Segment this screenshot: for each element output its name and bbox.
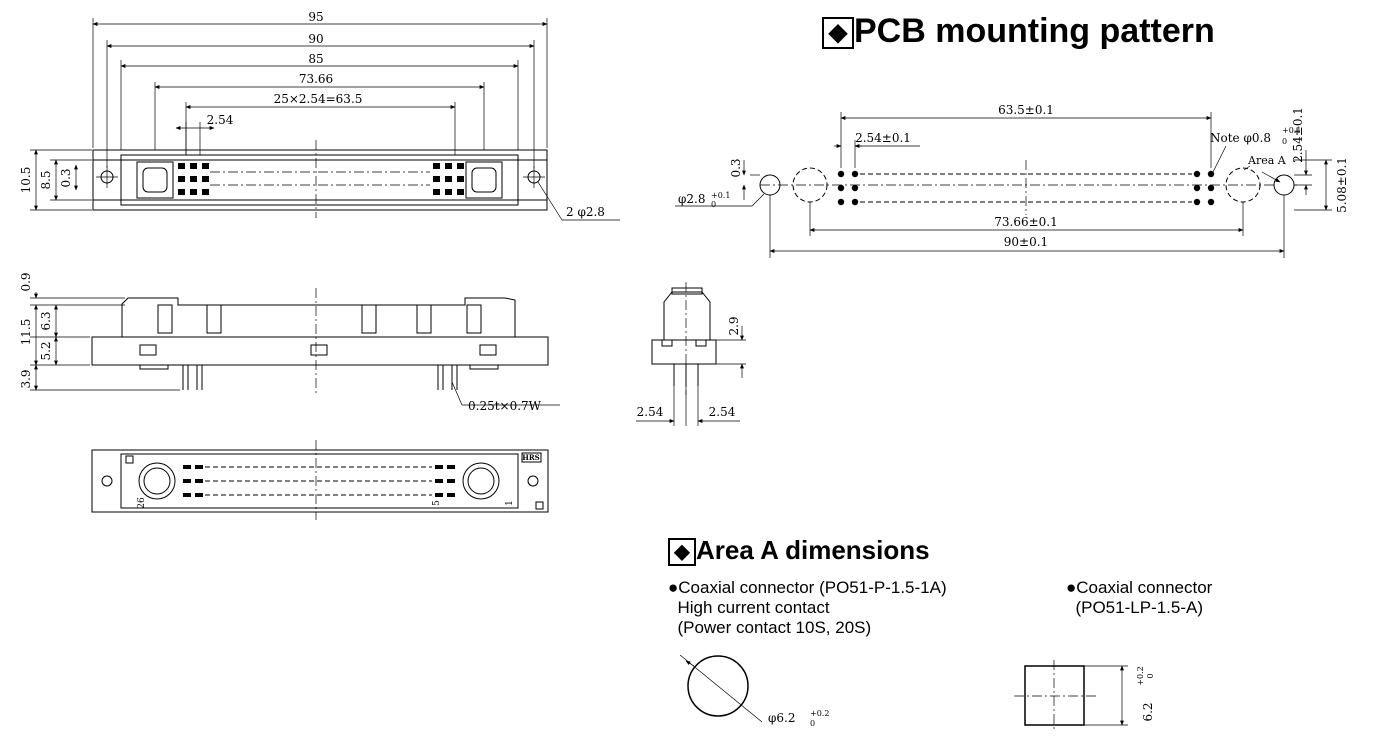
left-note-line-3: (Power contact 10S, 20S) <box>668 618 872 637</box>
pcb-note-tol-bot: 0 <box>1282 137 1287 146</box>
pcb-dim-63-5: 63.5±0.1 <box>998 103 1054 117</box>
right-note-line-1: ●Coaxial connector <box>1066 578 1213 597</box>
area-a-right-note: ●Coaxial connector (PO51-LP-1.5-A) <box>1066 578 1212 618</box>
side-view: 0.9 11.5 6.3 5.2 3.9 0.25t×0.7W <box>19 272 560 413</box>
area-a-square-dim: 6.2 <box>1141 702 1155 721</box>
area-a-square-tol-top: +0.2 <box>1136 666 1145 685</box>
end-view: 2.9 2.54 2.54 <box>636 282 746 426</box>
dim-73-66: 73.66 <box>299 72 333 86</box>
dim-pin: 0.25t×0.7W <box>468 399 542 413</box>
dim-2-54-right: 2.54 <box>709 405 736 419</box>
area-a-circle-tol-bot: 0 <box>810 719 815 728</box>
dim-2-9: 2.9 <box>727 316 741 335</box>
pcb-dim-0-3: 0.3 <box>729 158 743 177</box>
area-a-heading: ◆Area A dimensions <box>668 535 930 567</box>
dim-holes: 2 φ2.8 <box>566 205 605 219</box>
area-a-left-note: ●Coaxial connector (PO51-P-1.5-1A) High … <box>668 578 947 638</box>
dim-3-9: 3.9 <box>19 369 33 388</box>
pcb-pattern-title: PCB mounting pattern <box>854 12 1215 50</box>
dim-0-3: 0.3 <box>59 168 73 187</box>
pcb-dim-2-8-tol-bot: 0 <box>711 200 716 209</box>
bottom-view: 26 5 1 HRS <box>91 440 549 520</box>
dim-85: 85 <box>308 52 323 66</box>
diamond-icon: ◆ <box>822 17 854 50</box>
dim-90: 90 <box>308 32 323 46</box>
hrs-mark: HRS <box>522 453 540 462</box>
area-a-circle-tol-top: +0.2 <box>810 709 829 718</box>
top-view: 95 90 85 73.66 25×2.54=63.5 2.54 <box>19 10 620 221</box>
dim-10-5: 10.5 <box>19 167 33 194</box>
area-a-title: Area A dimensions <box>696 535 930 565</box>
dim-11-5: 11.5 <box>19 319 33 346</box>
area-a-circle-dim: φ6.2 <box>768 711 796 725</box>
pcb-note-tol-top: +0.1 <box>1282 126 1301 135</box>
pcb-area-a: Area A <box>1247 154 1287 167</box>
pcb-dim-73-66: 73.66±0.1 <box>994 215 1058 229</box>
pin-label-26: 26 <box>137 497 147 509</box>
pin-label-5: 5 <box>432 500 442 506</box>
pcb-dim-2-54-vert: 2.54±0.1 <box>1291 107 1305 163</box>
pcb-dim-90: 90±0.1 <box>1004 235 1048 249</box>
pcb-pattern-drawing: 63.5±0.1 2.54±0.1 Note φ0.8 +0.1 0 Area … <box>675 103 1349 258</box>
dim-0-9: 0.9 <box>19 272 33 291</box>
right-note-line-2: (PO51-LP-1.5-A) <box>1066 598 1203 617</box>
dim-63-5: 25×2.54=63.5 <box>274 92 363 106</box>
left-note-line-2: High current contact <box>668 598 830 617</box>
pcb-dim-5-08: 5.08±0.1 <box>1335 157 1349 213</box>
dim-2-54: 2.54 <box>207 113 234 127</box>
pcb-dim-2-8-tol-top: +0.1 <box>711 191 730 200</box>
diamond-icon: ◆ <box>668 538 696 567</box>
dim-8-5: 8.5 <box>39 170 53 189</box>
pcb-note: Note φ0.8 <box>1210 131 1271 145</box>
dim-2-54-left: 2.54 <box>637 405 664 419</box>
dim-95: 95 <box>308 10 323 24</box>
dim-5-2: 5.2 <box>39 341 53 360</box>
left-note-line-1: ●Coaxial connector (PO51-P-1.5-1A) <box>668 578 947 597</box>
pcb-pattern-heading: ◆PCB mounting pattern <box>822 12 1215 51</box>
area-a-square-tol-bot: 0 <box>1146 673 1155 678</box>
pin-label-1: 1 <box>505 500 515 506</box>
pcb-dim-2-8: φ2.8 <box>678 192 706 206</box>
pcb-dim-2-54: 2.54±0.1 <box>855 131 911 145</box>
area-a-drawing: φ6.2 +0.2 0 6.2 +0.2 0 <box>679 654 1155 732</box>
dim-6-3: 6.3 <box>39 311 53 330</box>
